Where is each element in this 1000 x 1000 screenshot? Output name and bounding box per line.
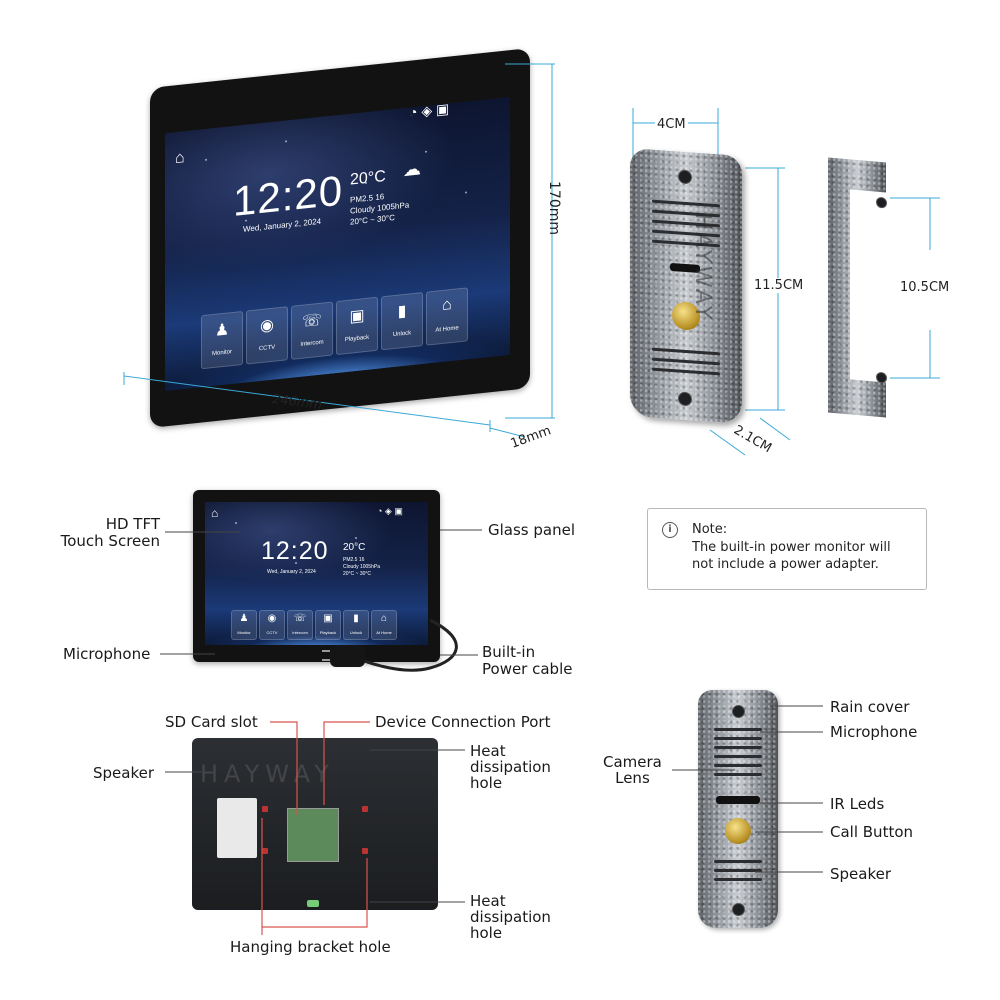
label-microphone: Microphone	[63, 645, 151, 663]
note-text: The built-in power monitor will not incl…	[692, 540, 891, 572]
note-box: i Note: The built-in power monitor will …	[647, 508, 927, 590]
sticker-label	[217, 798, 257, 858]
app-label: At Home	[376, 630, 392, 635]
app-button-cctv[interactable]: ◉ CCTV	[259, 610, 285, 640]
label-door-microphone: Microphone	[830, 723, 918, 741]
app-label: Intercom	[292, 630, 308, 635]
port-panel	[287, 808, 339, 862]
label-rain-cover: Rain cover	[830, 698, 910, 716]
label-touch-screen: HD TFT Touch Screen	[60, 515, 160, 550]
home-icon-small[interactable]: ⌂	[211, 506, 219, 520]
note-title: Note:	[692, 522, 728, 537]
app-label: Playback	[319, 630, 337, 635]
label-heat-bottom: Heat dissipation hole	[470, 892, 551, 942]
front-monitor-screen: ⌂ ◔ ◈ ▣ 12:20 Wed, January 2, 2024 20°C …	[205, 502, 428, 645]
small-temp: 20°C	[343, 542, 366, 553]
call-button-front	[725, 818, 751, 844]
dim-door-width: 4CM	[655, 117, 688, 132]
label-speaker-back: Speaker	[93, 764, 155, 782]
app-label: CCTV	[266, 630, 278, 635]
label-door-speaker: Speaker	[830, 865, 892, 883]
app-label: Monitor	[237, 630, 251, 635]
dim-door-height: 11.5CM	[752, 278, 806, 293]
app-icon: ◉	[267, 613, 277, 624]
small-range: 20°C ~ 30°C	[343, 571, 372, 577]
app-icon: ⌂	[380, 613, 388, 624]
small-pm: PM2.5 16	[343, 557, 365, 563]
app-label: Unlock	[349, 630, 363, 635]
app-button-intercom[interactable]: ☏ Intercom	[287, 610, 313, 640]
small-date: Wed, January 2, 2024	[267, 569, 316, 575]
monitor-back: HAYWAY	[192, 738, 438, 910]
app-button-monitor[interactable]: ♟ Monitor	[231, 610, 257, 640]
app-icon: ▮	[353, 613, 359, 624]
app-icon: ♟	[239, 613, 249, 624]
status-icons-small: ◔ ◈ ▣	[377, 506, 403, 516]
label-call-button: Call Button	[830, 823, 914, 841]
label-ir-leds: IR Leds	[830, 795, 885, 813]
small-time: 12:20	[261, 537, 329, 565]
label-device-port: Device Connection Port	[375, 713, 551, 731]
dim-bracket: 10.5CM	[898, 280, 952, 295]
app-icon: ☏	[293, 613, 307, 624]
ir-leds-front	[716, 796, 760, 804]
label-sd-card: SD Card slot	[165, 713, 258, 731]
app-button-unlock[interactable]: ▮ Unlock	[343, 610, 369, 640]
label-heat-top: Heat dissipation hole	[470, 742, 551, 792]
app-icon: ▣	[323, 613, 333, 624]
label-power-cable: Built-in Power cable	[482, 643, 573, 678]
doorbell-front	[698, 690, 778, 928]
back-watermark: HAYWAY	[200, 760, 335, 788]
label-glass-panel: Glass panel	[488, 521, 575, 539]
label-bracket-hole: Hanging bracket hole	[230, 938, 391, 956]
app-button-at-home[interactable]: ⌂ At Home	[371, 610, 397, 640]
info-icon: i	[662, 522, 678, 538]
label-camera-lens: Camera Lens	[603, 753, 662, 787]
small-weather: Cloudy 1005hPa	[343, 564, 380, 570]
app-button-playback[interactable]: ▣ Playback	[315, 610, 341, 640]
